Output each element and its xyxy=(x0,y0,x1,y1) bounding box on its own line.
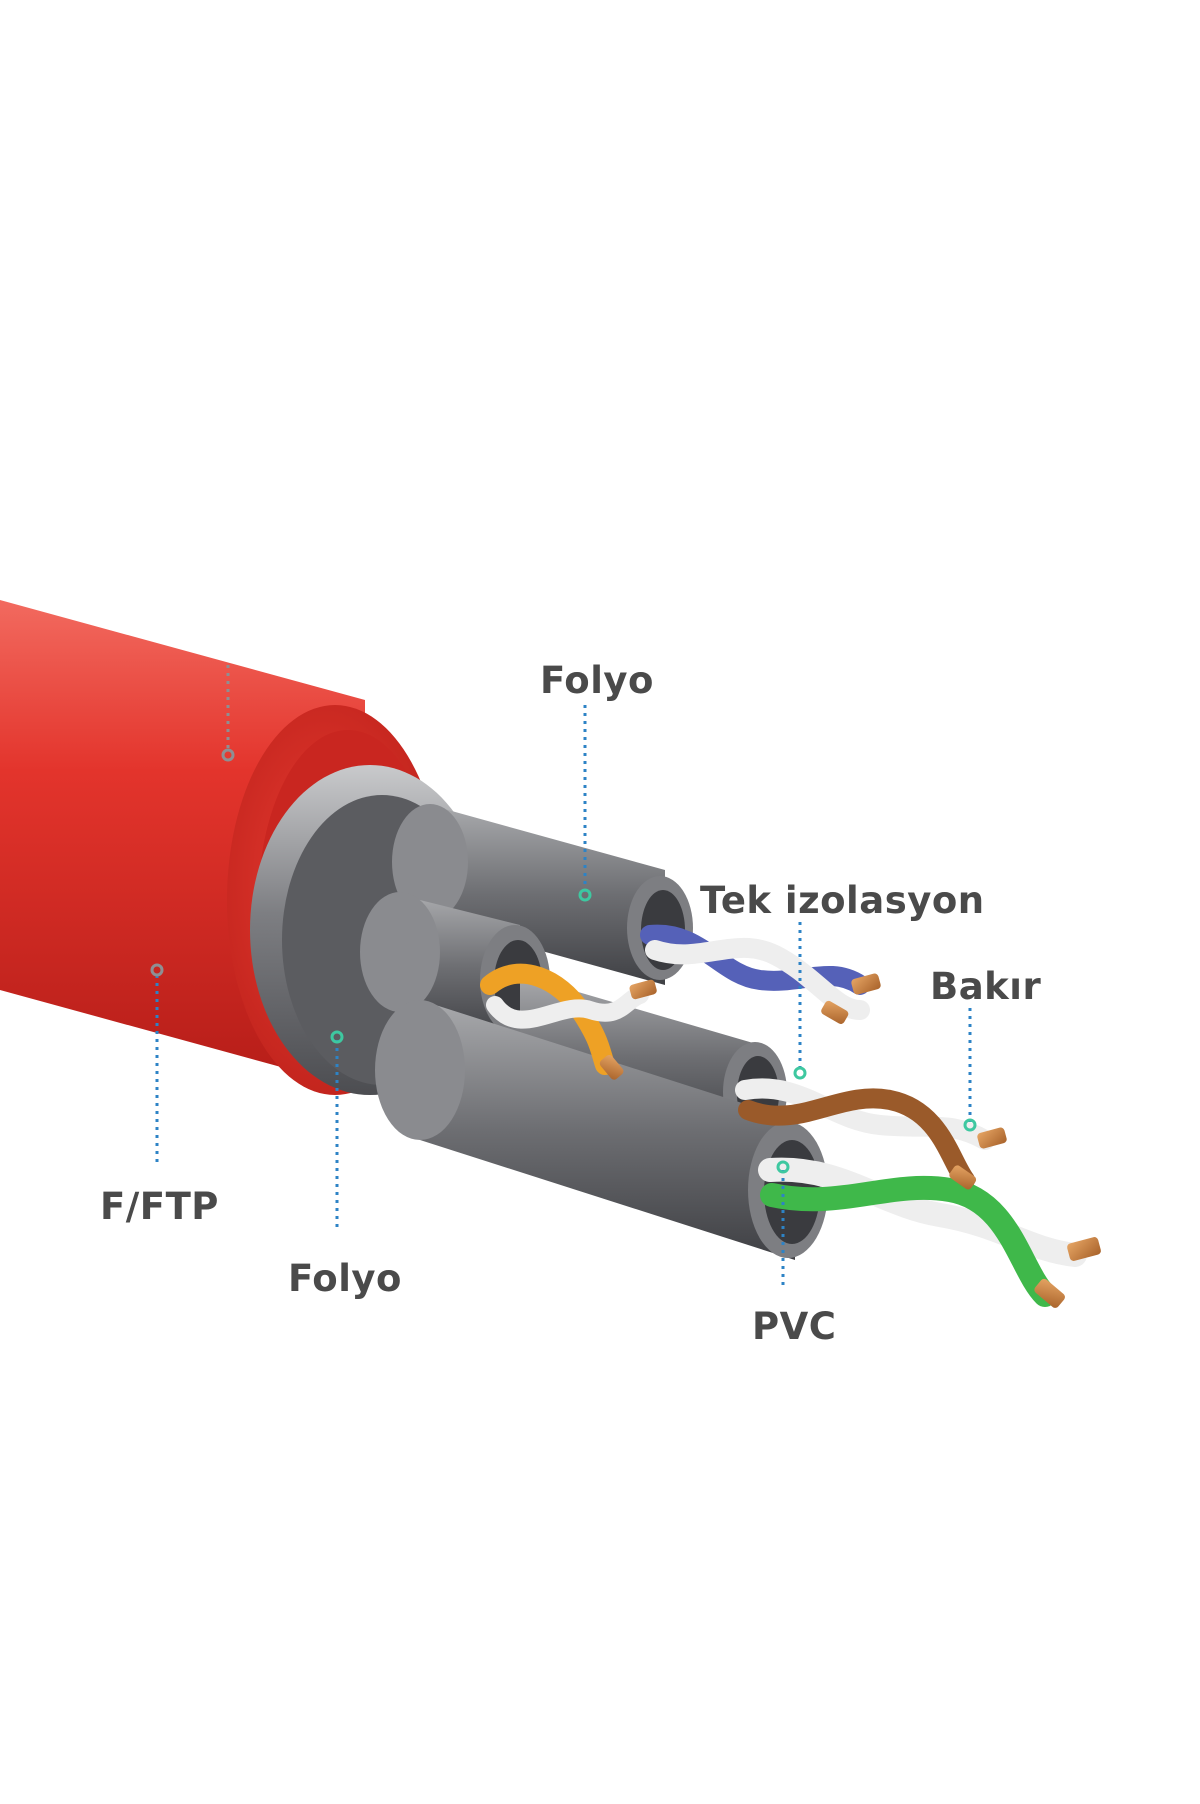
leader-dot-tek-izolasyon xyxy=(795,1068,805,1078)
label-tek-izolasyon: Tek izolasyon xyxy=(700,882,985,919)
label-bakir: Bakır xyxy=(930,968,1041,1005)
label-fftp: F/FTP xyxy=(100,1188,219,1225)
label-folyo-bottom: Folyo xyxy=(288,1260,402,1297)
label-folyo-top: Folyo xyxy=(540,662,654,699)
label-pvc: PVC xyxy=(752,1308,836,1345)
